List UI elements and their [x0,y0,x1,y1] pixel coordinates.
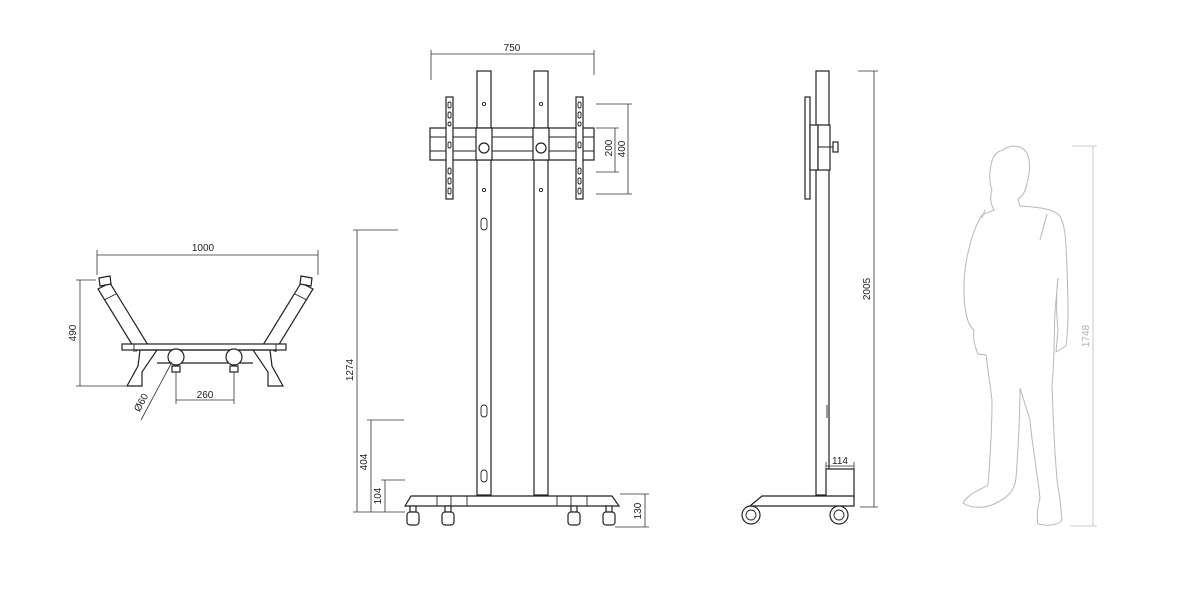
dim-pole-diameter: Ø60 [132,392,151,414]
right-pole [533,70,549,496]
side-base-block [825,468,855,500]
dim-total-height: 2005 [862,277,873,300]
left-leg-arm [97,282,149,352]
dim-vesa-small: 200 [604,139,615,156]
side-pole [815,70,830,496]
dim-caster-height: 130 [633,502,644,519]
dim-person-height: 1748 [1081,324,1092,347]
side-view: 114 2005 [741,70,878,525]
right-leg-arm [262,282,314,352]
dim-pole-spacing: 260 [197,390,214,401]
dim-middle-height: 404 [359,453,370,470]
dim-base-height: 104 [373,487,384,504]
side-base [748,495,855,507]
side-knob [832,141,839,153]
mount-crossbar [429,127,595,161]
top-crossbar [121,343,287,351]
left-foot-outline [125,349,159,387]
dim-lower-height: 1274 [345,358,356,381]
left-pole-section [167,348,185,366]
dim-vesa-large: 400 [617,140,628,157]
front-casters [406,505,616,526]
right-clamp-knob [535,142,547,154]
dim-mount-width: 750 [504,43,521,54]
person-silhouette: 1748 [962,145,1097,527]
side-vesa-bracket [804,96,811,200]
top-view: 1000 490 260 Ø60 [68,243,319,421]
dim-top-width: 1000 [192,243,215,254]
left-caster-top [98,275,112,287]
front-base [403,495,621,507]
dim-top-depth: 490 [68,324,79,341]
side-front-caster [829,505,849,525]
right-caster-top [299,275,313,287]
dim-side-base-depth: 114 [832,456,848,467]
left-clamp-knob [478,142,490,154]
left-pole [476,70,492,496]
side-rear-caster [741,505,761,525]
front-view: 750 200 400 1274 404 104 130 [345,43,649,528]
right-pole-section [225,348,243,366]
right-foot-outline [251,349,285,387]
